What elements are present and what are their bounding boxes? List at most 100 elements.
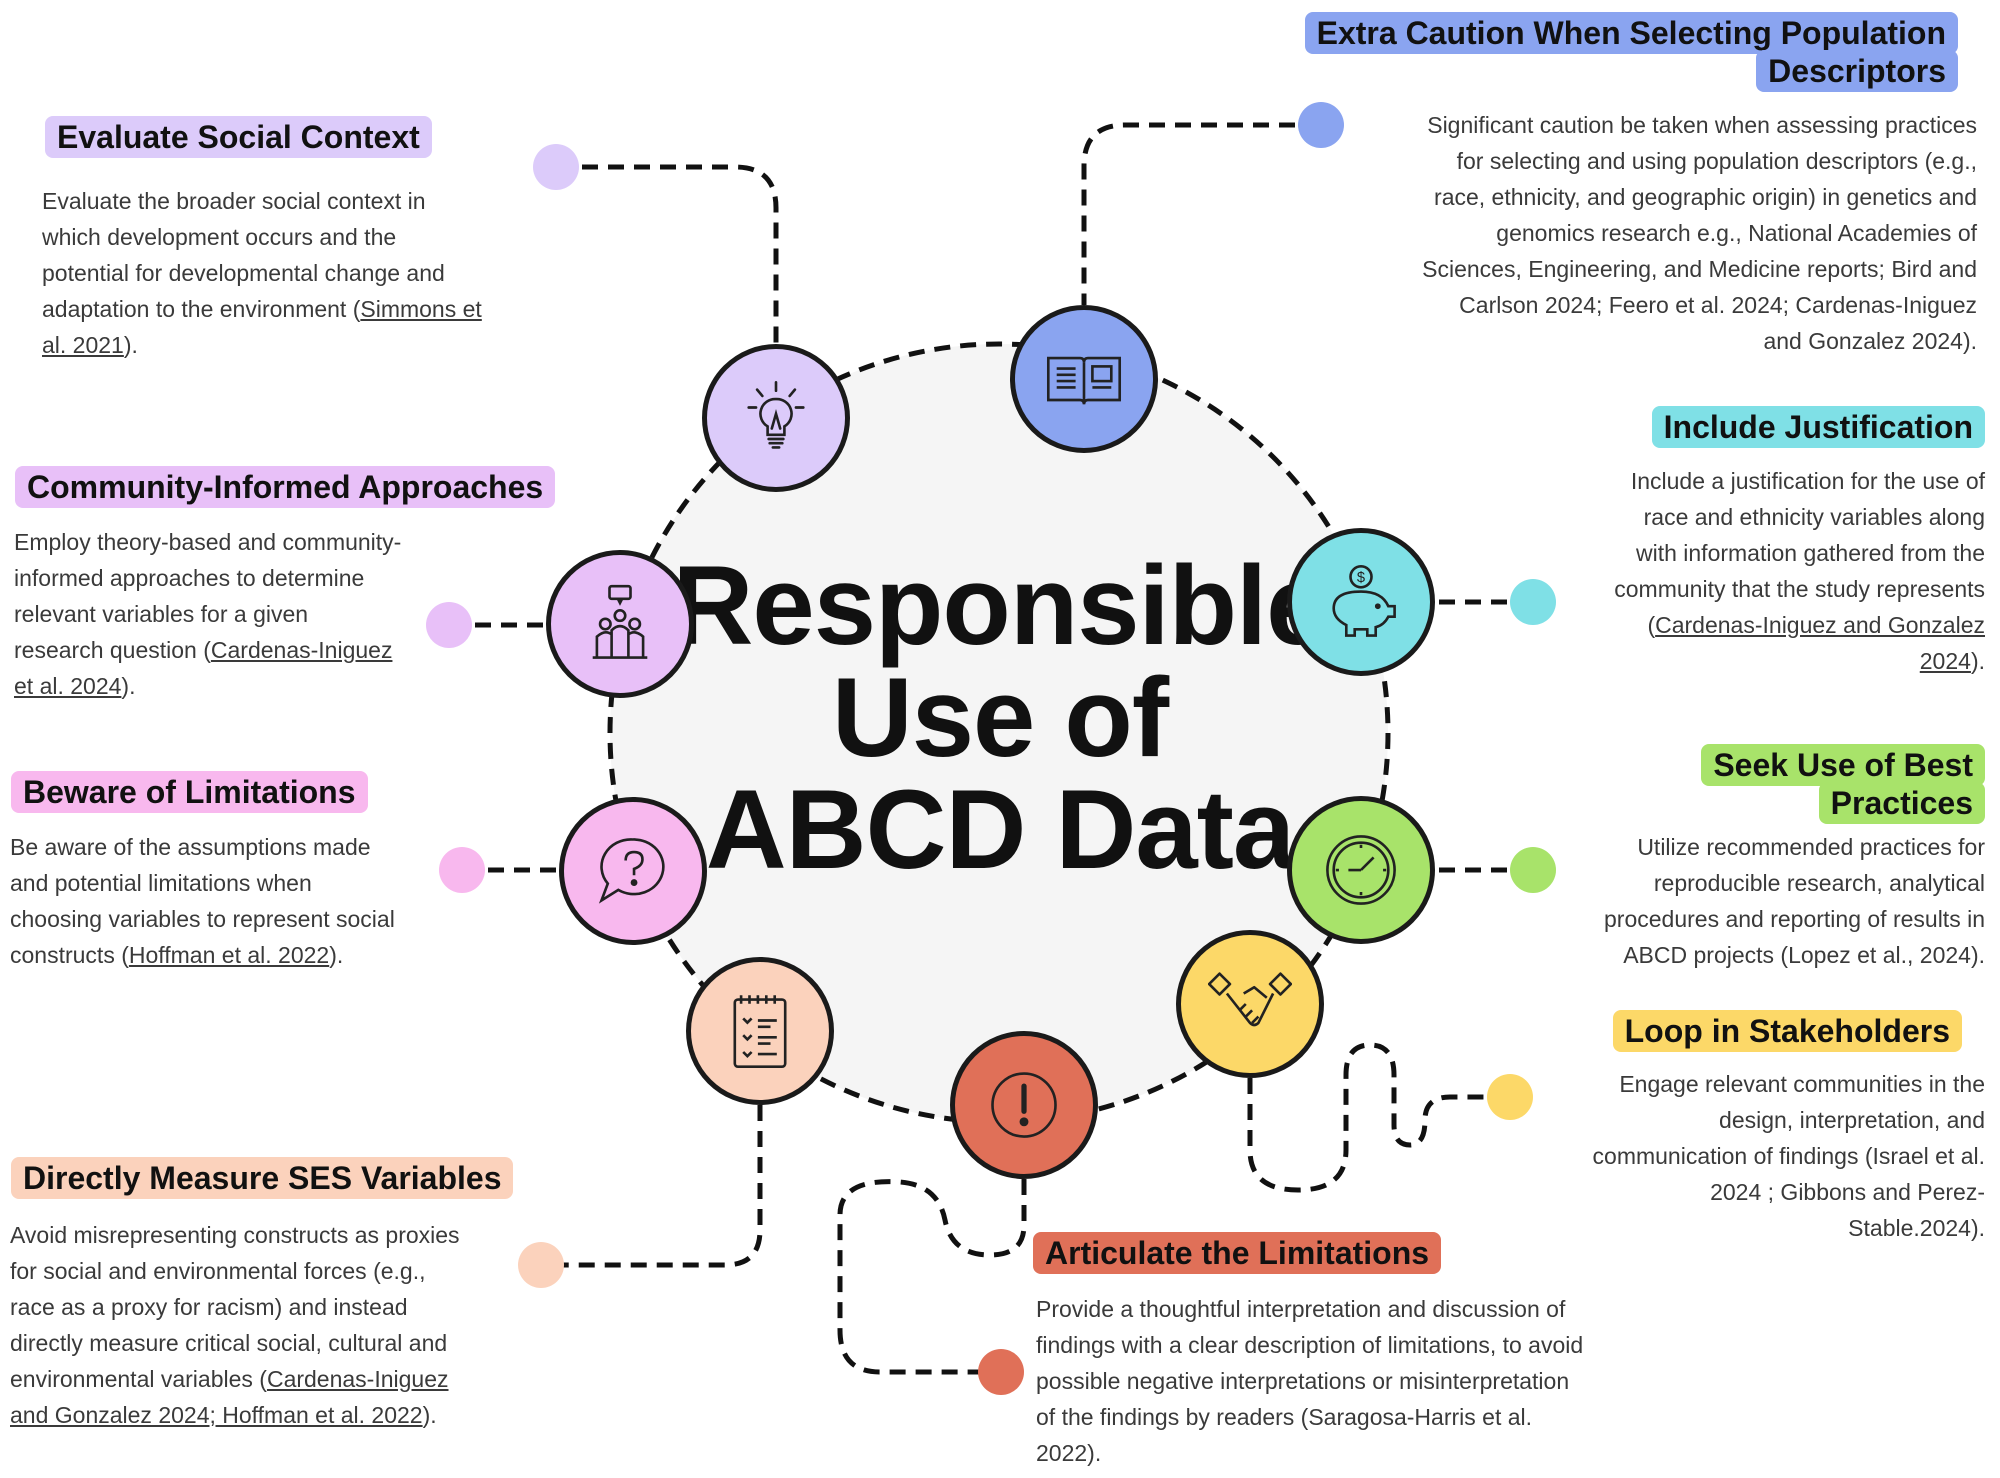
svg-text:$: $: [1357, 570, 1365, 586]
body-text: Utilize recommended practices for: [1637, 834, 1985, 860]
exclamation-icon: [991, 1072, 1057, 1138]
body-line: choosing variables to represent social: [10, 901, 395, 937]
body-text: Carlson 2024; Feero et al. 2024; Cardena…: [1459, 292, 1977, 318]
body-articulate: Provide a thoughtful interpretation and …: [1036, 1291, 1583, 1471]
body-line: directly measure critical social, cultur…: [10, 1325, 460, 1361]
dot-ses: [518, 1242, 564, 1288]
body-line: Significant caution be taken when assess…: [1422, 107, 1977, 143]
body-line: relevant variables for a given: [14, 596, 401, 632]
node-stakeholders: [1176, 930, 1324, 1078]
body-text: and potential limitations when: [10, 870, 312, 896]
body-text: race and ethnicity variables along: [1643, 504, 1985, 530]
header-best-line2: Practices: [1818, 782, 1985, 824]
body-line: genomics research e.g., National Academi…: [1422, 215, 1977, 251]
node-caution: [1010, 305, 1158, 453]
header-ses: Directly Measure SES Variables: [11, 1157, 514, 1199]
body-line: race and ethnicity variables along: [1614, 499, 1985, 535]
body-text: 2022).: [1036, 1440, 1102, 1466]
body-text: Include a justification for the use of: [1630, 468, 1985, 494]
header-justification: Include Justification: [1385, 406, 1985, 448]
question-bubble-icon: [598, 838, 665, 904]
body-line: Sciences, Engineering, and Medicine repo…: [1422, 251, 1977, 287]
body-evaluate: Evaluate the broader social context in wh…: [42, 183, 482, 363]
body-text: race, ethnicity, and geographic origin) …: [1434, 184, 1977, 210]
body-line: design, interpretation, and: [1593, 1102, 1985, 1138]
header-articulate: Articulate the Limitations: [1033, 1232, 1442, 1274]
body-line: informed approaches to determine: [14, 560, 401, 596]
dot-caution: [1298, 102, 1344, 148]
dot-best: [1510, 847, 1556, 893]
body-text: with information gathered from the: [1635, 540, 1985, 566]
citation-link[interactable]: Cardenas-Iniguez: [266, 1366, 449, 1392]
body-line: communication of findings (Israel et al.: [1593, 1138, 1985, 1174]
body-line: (Cardenas-Iniguez and Gonzalez: [1614, 607, 1985, 643]
body-text: Employ theory-based and community-: [14, 529, 402, 555]
body-text: reproducible research, analytical: [1653, 870, 1985, 896]
node-evaluate: [702, 344, 850, 492]
citation-link[interactable]: al. 2021: [42, 332, 124, 358]
body-line: 2024).: [1614, 643, 1985, 679]
title-line-2: Use of: [831, 655, 1169, 780]
header-caution-line2: Descriptors: [1756, 50, 1958, 92]
body-community: Employ theory-based and community-inform…: [14, 524, 401, 704]
header-caution: Extra Caution When Selecting Population …: [1158, 12, 1958, 92]
body-line: with information gathered from the: [1614, 535, 1985, 571]
body-text: ).: [1970, 648, 1985, 674]
body-text: for social and environmental forces (e.g…: [10, 1258, 426, 1284]
dot-beware: [439, 847, 485, 893]
node-ses: [686, 957, 834, 1105]
body-line: and potential limitations when: [10, 865, 395, 901]
body-line: potential for developmental change and: [42, 255, 482, 291]
node-beware: [559, 797, 707, 945]
handshake-icon: [1208, 972, 1292, 1027]
header-best: Seek Use of Best Practices: [1485, 744, 1985, 824]
body-justification: Include a justification for the use of ra…: [1614, 463, 1985, 679]
body-caution: Significant caution be taken when assess…: [1422, 107, 1977, 359]
body-line: Provide a thoughtful interpretation and …: [1036, 1291, 1583, 1327]
dot-articulate: [978, 1349, 1024, 1395]
body-text: informed approaches to determine: [14, 565, 365, 591]
citation-link[interactable]: 2024: [1919, 648, 1971, 674]
body-text: Significant caution be taken when assess…: [1427, 112, 1977, 138]
body-line: Evaluate the broader social context in: [42, 183, 482, 219]
body-text: communication of findings (Israel et al.: [1592, 1143, 1985, 1169]
body-text: of the findings by readers (Saragosa-Har…: [1036, 1404, 1533, 1430]
body-line: adaptation to the environment (Simmons e…: [42, 291, 482, 327]
citation-link[interactable]: Cardenas-Iniguez: [210, 637, 393, 663]
citation-link[interactable]: Cardenas-Iniguez and Gonzalez: [1655, 612, 1985, 638]
body-line: constructs (Hoffman et al. 2022).: [10, 937, 395, 973]
body-text: Evaluate the broader social context in: [42, 188, 426, 214]
title-line-1: Responsible: [672, 543, 1329, 668]
body-text: which development occurs and the: [42, 224, 397, 250]
body-line: ABCD projects (Lopez et al., 2024).: [1604, 937, 1985, 973]
citation-link[interactable]: and Gonzalez 2024; Hoffman et al. 2022: [10, 1402, 423, 1428]
body-line: procedures and reporting of results in: [1604, 901, 1985, 937]
body-line: possible negative interpretations or mis…: [1036, 1363, 1583, 1399]
connector-articulate: [837, 1179, 1027, 1375]
body-text: ).: [329, 942, 344, 968]
citation-link[interactable]: Hoffman et al. 2022: [128, 942, 330, 968]
body-text: 2024 ; Gibbons and Perez-: [1710, 1179, 1985, 1205]
body-line: Include a justification for the use of: [1614, 463, 1985, 499]
header-justification-text: Include Justification: [1651, 406, 1985, 448]
citation-link[interactable]: Simmons et: [360, 296, 482, 322]
body-line: 2024 ; Gibbons and Perez-: [1593, 1174, 1985, 1210]
body-text: possible negative interpretations or mis…: [1036, 1368, 1570, 1394]
checklist-icon: [733, 995, 787, 1069]
body-line: for social and environmental forces (e.g…: [10, 1253, 460, 1289]
body-text: directly measure critical social, cultur…: [10, 1330, 448, 1356]
header-articulate-text: Articulate the Limitations: [1033, 1232, 1442, 1274]
body-text: Provide a thoughtful interpretation and …: [1036, 1296, 1566, 1322]
body-line: Stable.2024).: [1593, 1210, 1985, 1246]
body-line: 2022).: [1036, 1435, 1583, 1471]
body-text: genomics research e.g., National Academi…: [1496, 220, 1977, 246]
connector-stakeholders: [1247, 1042, 1510, 1193]
body-ses: Avoid misrepresenting constructs as prox…: [10, 1217, 460, 1433]
body-text: procedures and reporting of results in: [1604, 906, 1985, 932]
header-stakeholders: Loop in Stakeholders: [1362, 1010, 1962, 1052]
citation-link[interactable]: et al. 2024: [14, 673, 122, 699]
body-line: and Gonzalez 2024; Hoffman et al. 2022).: [10, 1397, 460, 1433]
body-text: (: [1647, 612, 1656, 638]
dot-community: [426, 602, 472, 648]
